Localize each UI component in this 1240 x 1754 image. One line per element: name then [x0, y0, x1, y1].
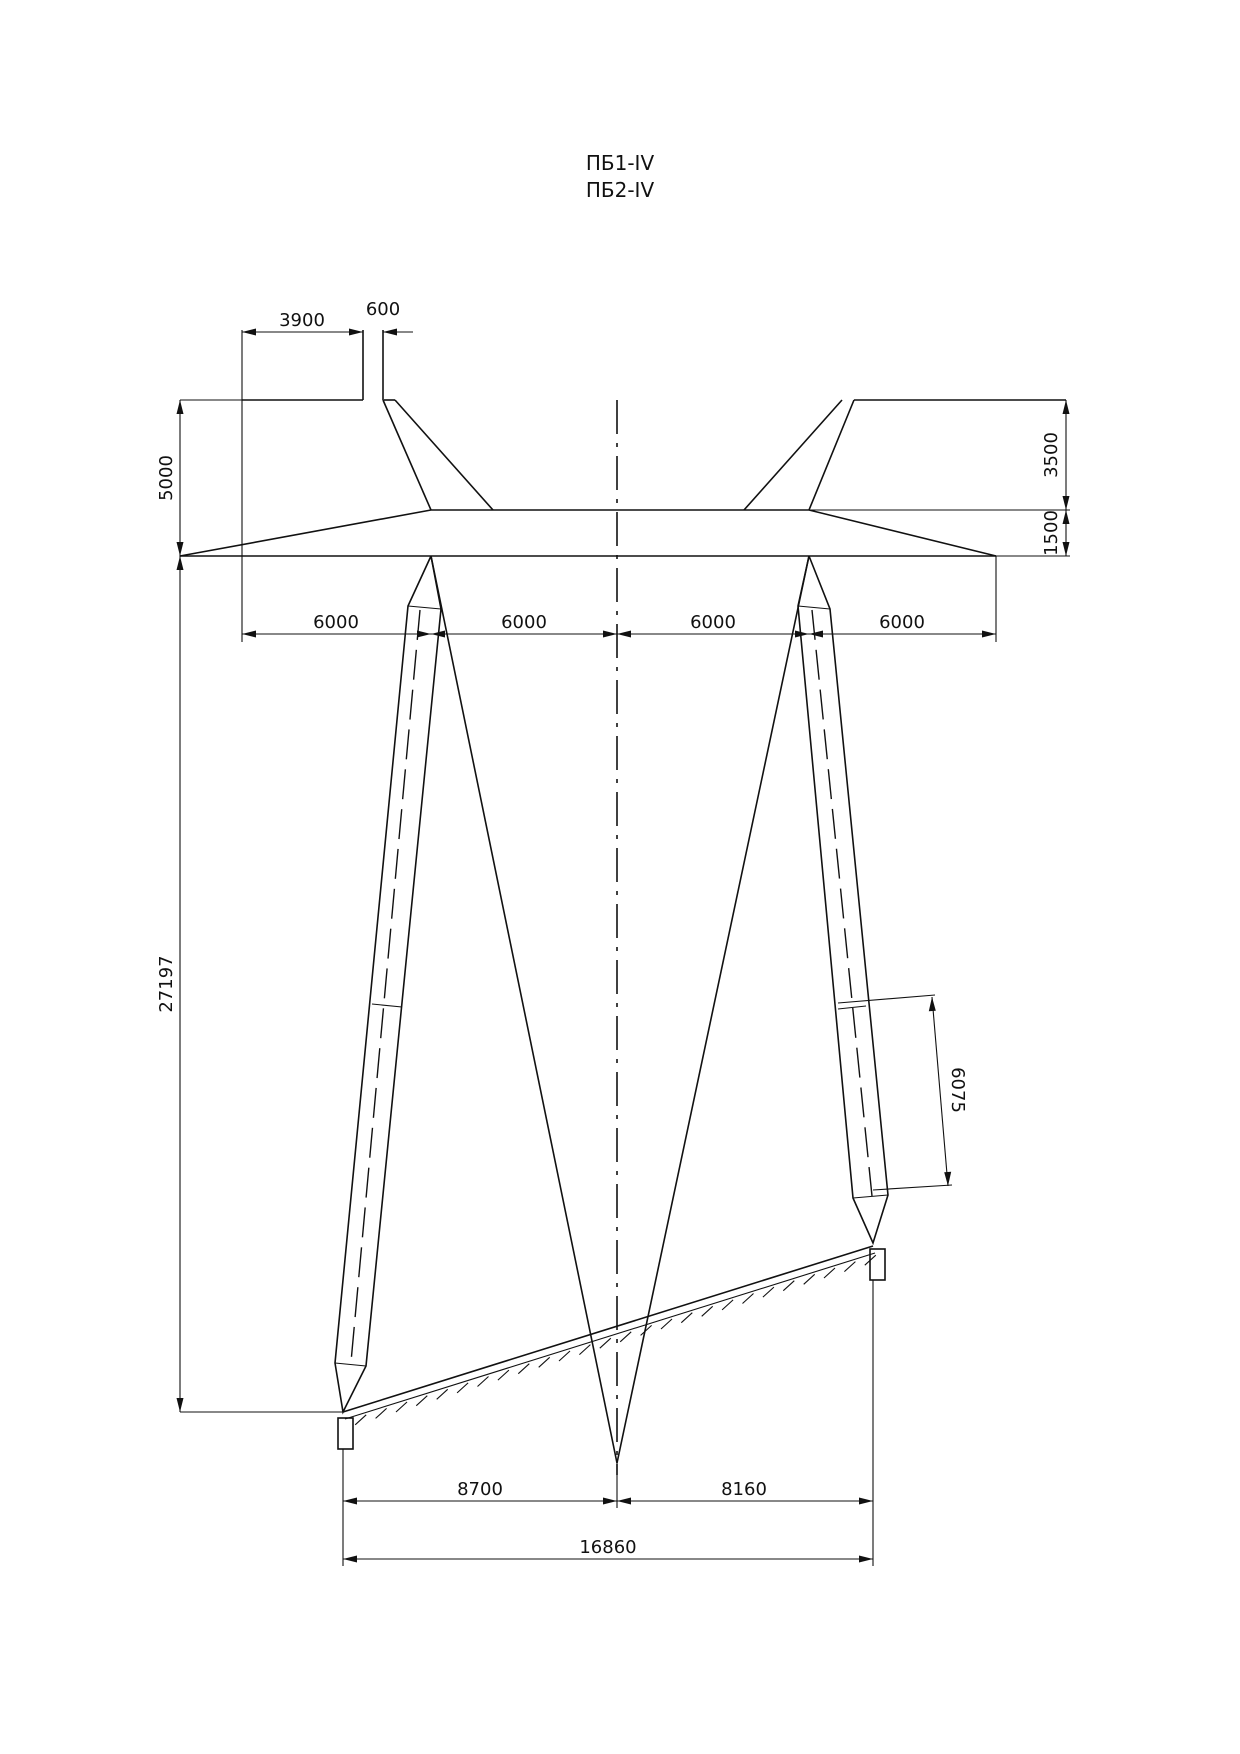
dim-5000-label: 5000: [156, 455, 177, 501]
hatch-mark: [619, 1331, 632, 1343]
guy-wire-left: [430, 555, 618, 1464]
dim-27197-label: 27197: [156, 955, 177, 1012]
hatch-mark: [680, 1312, 693, 1324]
dim-6075: 6075: [837, 994, 968, 1191]
right-leg-mid-tie: [837, 1005, 867, 1010]
hatch-mark: [782, 1280, 795, 1292]
hatch-mark: [599, 1337, 612, 1349]
dim-600-label: 600: [366, 299, 400, 320]
hatch-mark: [762, 1286, 775, 1298]
dim-bottom: 8700 8160 16860: [342, 1280, 874, 1566]
dim-6075-label: 6075: [947, 1067, 968, 1113]
right-foundation: [869, 1248, 886, 1281]
left-strut-outer: [394, 399, 494, 511]
right-leg-centerline: [811, 609, 873, 1197]
ground-surface: [342, 1245, 874, 1413]
right-leg-top-tie: [797, 605, 831, 610]
hatch-mark: [558, 1350, 571, 1362]
dim-16860-label: 16860: [579, 1537, 636, 1558]
hatch-mark: [436, 1388, 449, 1400]
dim-3500-label: 3500: [1041, 432, 1062, 478]
left-leg-centerline: [350, 609, 421, 1363]
right-leg: [797, 555, 889, 1246]
left-strut-inner: [382, 399, 432, 511]
title-line-2: ПБ2-IV: [585, 178, 655, 202]
hatch-mark: [701, 1305, 714, 1317]
dim-top: 3900 600: [241, 299, 413, 642]
hatch-mark: [395, 1401, 408, 1413]
dim-span-2-label: 6000: [501, 612, 547, 633]
hatch-mark: [823, 1267, 836, 1279]
right-leg-bottom-tie: [852, 1194, 889, 1199]
dim-8700-label: 8700: [457, 1479, 503, 1500]
hatch-mark: [864, 1254, 877, 1266]
dim-span-4-label: 6000: [879, 612, 925, 633]
ground-line: [342, 1245, 877, 1426]
left-leg-bottom-tie: [334, 1362, 367, 1367]
hatch-mark: [579, 1344, 591, 1356]
left-foundation: [337, 1417, 354, 1450]
guy-wire-right: [616, 555, 810, 1464]
ground-surface-lower: [344, 1252, 876, 1420]
hatch-mark: [660, 1318, 673, 1330]
crossarm-lower-chord: [179, 509, 997, 557]
dim-1500-label: 1500: [1041, 510, 1062, 556]
hatch-mark: [538, 1356, 551, 1368]
dim-spans: 6000 6000 6000 6000: [242, 556, 997, 642]
left-leg-outline: [334, 555, 442, 1415]
right-leg-outline: [797, 555, 889, 1246]
hatch-mark: [415, 1395, 428, 1407]
hatch-mark: [742, 1293, 754, 1304]
dim-5000: 5000: [156, 399, 242, 556]
ground-hatching: [354, 1254, 877, 1426]
right-strut-outer: [743, 399, 843, 511]
right-strut-inner: [808, 399, 855, 511]
hatch-mark: [375, 1407, 387, 1419]
title-line-1: ПБ1-IV: [585, 151, 655, 175]
dim-span-1-label: 6000: [313, 612, 359, 633]
hatch-mark: [721, 1299, 734, 1311]
dim-right-heights: 3500 1500: [809, 400, 1070, 557]
dim-3900-label: 3900: [279, 310, 325, 331]
hatch-mark: [456, 1382, 469, 1394]
hatch-mark: [497, 1369, 510, 1381]
hatch-mark: [517, 1363, 530, 1375]
dim-8160-label: 8160: [721, 1479, 767, 1500]
drawing-title: ПБ1-IV ПБ2-IV: [0, 150, 1240, 204]
crossarm: [179, 330, 1066, 557]
hatch-mark: [640, 1324, 652, 1336]
left-leg: [334, 555, 442, 1415]
hatch-mark: [803, 1273, 816, 1285]
left-leg-top-tie: [407, 605, 442, 610]
hatch-mark: [844, 1261, 856, 1273]
dim-span-3-label: 6000: [690, 612, 736, 633]
dim-27197: 27197: [156, 556, 343, 1413]
hatch-mark: [477, 1376, 489, 1387]
left-leg-mid-tie: [371, 1003, 403, 1008]
hatch-mark: [354, 1414, 367, 1426]
